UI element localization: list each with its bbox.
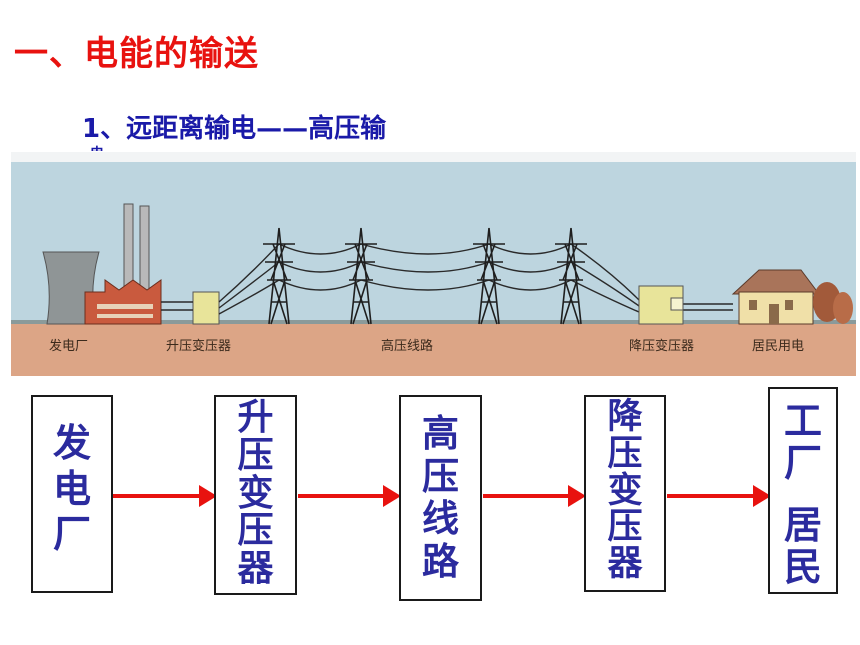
scene-label-residential: 居民用电 [752,339,804,354]
scene-label-line: 高压线路 [381,338,433,354]
chimney-icon [139,205,150,297]
flow-char: 居 [783,503,822,547]
section-subtitle: 1、远距离输电——高压输 [82,114,387,144]
ground-line [11,320,856,324]
transmission-tower-icon [263,227,295,325]
flow-arrow [667,485,771,507]
flow-char: 厂 [783,440,822,485]
flow-char: 路 [422,539,459,583]
factory-building-icon [84,279,162,325]
tree-icon [833,292,853,324]
step-up-transformer-icon [192,291,220,325]
flow-char: 升 [237,397,274,438]
flow-char: 器 [237,548,274,590]
transmission-tower-icon [555,227,587,325]
flow-arrow [113,485,217,507]
power-transmission-illustration: 发电厂 升压变压器 高压线路 降压变压器 居民用电 [11,152,856,376]
flow-box-step-up-transformer: 升 压 变 压 器 [214,395,297,595]
flow-char: 发 [52,421,91,465]
flow-arrow [483,485,586,507]
power-lines [161,243,733,315]
flow-char: 压 [237,510,274,552]
scene-label-step-down: 降压变压器 [629,338,694,354]
flow-char: 高 [422,412,459,455]
flow-char: 压 [237,434,274,476]
scene-label-plant: 发电厂 [49,338,88,354]
flow-char: 压 [607,507,643,548]
flow-char: 降 [607,397,643,437]
section-subtitle-tail: 电 [90,143,104,151]
flow-char: 变 [607,470,643,511]
page-title: 一、电能的输送 [14,34,259,74]
ground [11,322,856,376]
flow-char: 厂 [52,512,91,557]
flow-box-power-plant: 发 电 厂 [31,395,113,593]
flow-char: 电 [52,466,91,511]
flow-char: 变 [237,472,274,514]
flow-char: 压 [607,433,643,474]
transmission-tower-icon [473,227,505,325]
factory-windows [97,304,153,309]
flow-char: 民 [783,544,822,589]
flow-arrow [298,485,401,507]
transmission-tower-icon [345,227,377,325]
flow-char: 线 [422,497,459,541]
flow-char: 压 [422,454,459,498]
flow-box-high-voltage-line: 高 压 线 路 [399,395,482,601]
flow-char: 工 [783,399,822,443]
scene-label-step-up: 升压变压器 [166,338,231,354]
factory-windows [97,314,153,318]
flow-char: 器 [607,544,643,584]
flow-box-step-down-transformer: 降 压 变 压 器 [584,395,666,592]
flow-box-consumers: 工 厂 居 民 [768,387,838,594]
